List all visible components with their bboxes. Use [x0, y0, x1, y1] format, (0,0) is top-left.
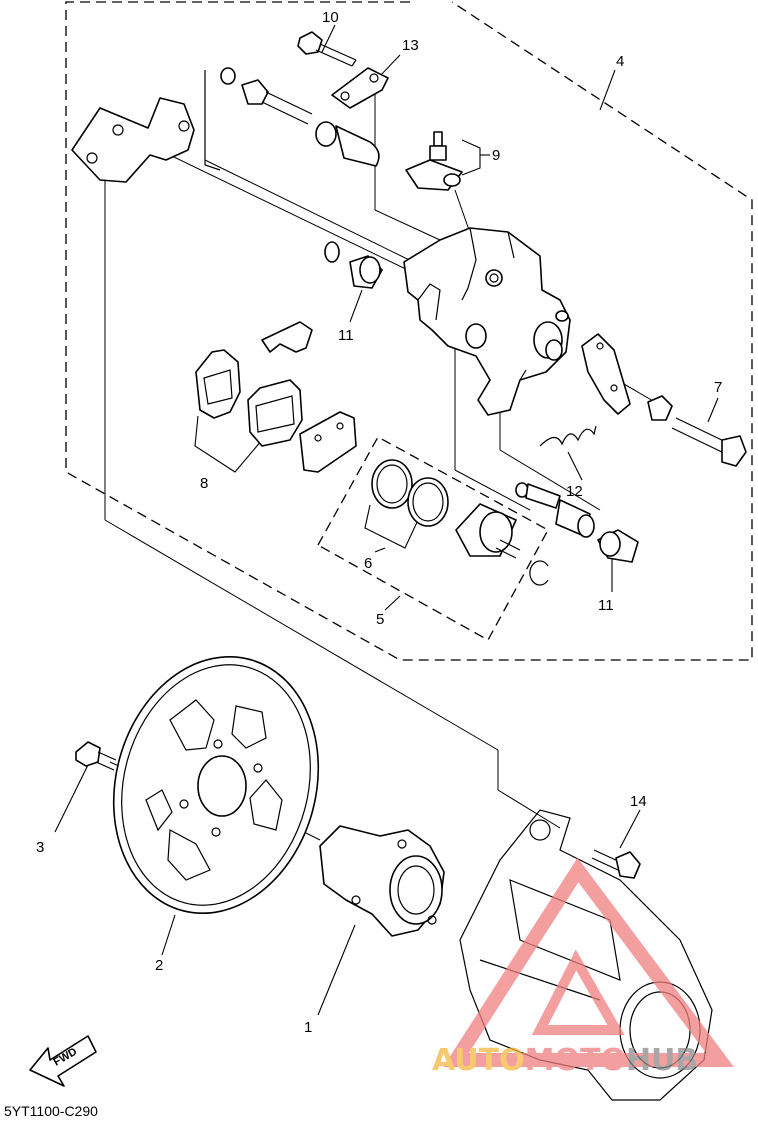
callout-7: 7 [714, 379, 722, 396]
callout-labels: 10 13 4 9 11 7 8 12 6 5 11 3 14 2 1 [36, 9, 722, 1036]
watermark-auto: AUTO [432, 1043, 525, 1078]
callout-8: 8 [200, 475, 208, 492]
callout-11-upper: 11 [338, 327, 354, 344]
pad-spring-clip [261, 321, 313, 353]
automotohub-watermark: AUTOMOTOHUB [432, 857, 734, 1078]
callout-10: 10 [322, 9, 339, 26]
callout-11-lower: 11 [598, 597, 614, 614]
callout-4: 4 [616, 53, 624, 70]
caliper-bracket-upper [71, 70, 221, 183]
brake-disc-2 [112, 655, 320, 915]
watermark-hub: HUB [626, 1043, 698, 1078]
callout-6: 6 [364, 555, 372, 572]
svg-text:AUTOMOTOHUB: AUTOMOTOHUB [432, 1043, 698, 1078]
caliper-pin-upper [220, 67, 380, 167]
bleed-screw-9 [405, 131, 463, 191]
caliper-assembly-frame [65, 1, 753, 661]
retaining-plate [581, 333, 631, 415]
piston-clip [529, 560, 549, 586]
callout-5: 5 [376, 611, 384, 628]
caliper-piston [455, 503, 521, 559]
callout-13: 13 [402, 37, 419, 54]
pad-shim [299, 411, 357, 473]
callout-12: 12 [566, 483, 583, 500]
caliper-pin-lower [515, 482, 595, 538]
disc-bolt-3 [75, 741, 117, 771]
bolt-7 [647, 395, 747, 467]
pin-boot-11-lower [597, 529, 639, 563]
callout-3: 3 [36, 839, 44, 856]
bolt-10 [297, 31, 357, 67]
piston-seal-6 [371, 459, 449, 527]
fwd-arrow-icon: FWD [29, 1035, 97, 1087]
callout-14: 14 [630, 793, 647, 810]
pin-boot-11-upper [349, 255, 383, 289]
bolt-14 [591, 849, 641, 879]
alignment-lines [104, 85, 661, 841]
seal-ring-upper [324, 241, 340, 263]
diagram-code: 5YT1100-C290 [4, 1103, 98, 1119]
brake-pad-8-right [247, 379, 303, 447]
caliper-body [403, 227, 571, 416]
spring-12 [539, 425, 597, 447]
callout-2: 2 [155, 957, 163, 974]
brake-pad-8-left [195, 349, 241, 419]
watermark-triangle-icon [443, 857, 734, 1067]
disc-hub-1 [319, 825, 445, 937]
callout-1: 1 [304, 1019, 312, 1036]
piston-kit-frame [317, 436, 549, 641]
callout-9: 9 [492, 147, 500, 164]
lock-plate-13 [331, 67, 389, 109]
watermark-moto: MOTO [525, 1043, 626, 1078]
